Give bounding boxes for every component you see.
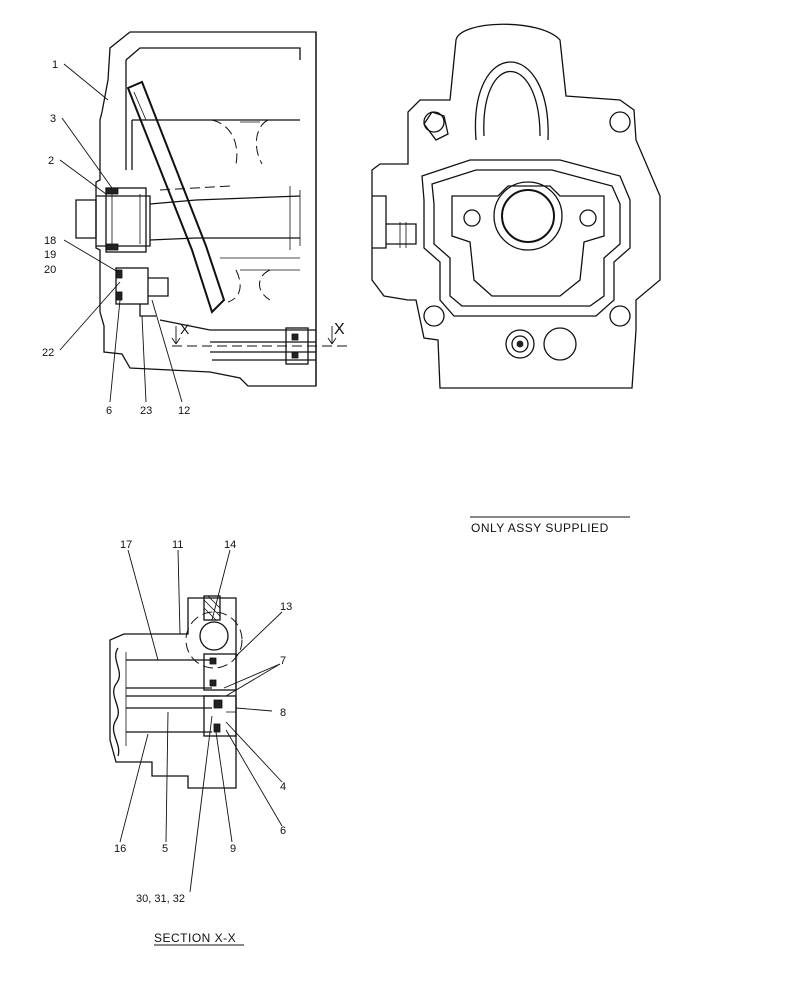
label-9: 9 <box>230 843 236 855</box>
section-mark-right: X <box>334 321 345 338</box>
label-2: 2 <box>48 155 54 167</box>
section-leaders <box>119 549 283 893</box>
side-view-labels: 1 3 2 18 19 20 22 6 23 12 X X <box>42 59 345 417</box>
only-assy-caption: ONLY ASSY SUPPLIED <box>471 521 609 535</box>
label-12: 12 <box>178 405 190 417</box>
side-section-view <box>75 31 348 387</box>
label-3: 3 <box>50 113 56 125</box>
label-13: 13 <box>280 601 292 613</box>
end-view <box>371 23 661 389</box>
label-6-section: 6 <box>280 825 286 837</box>
label-19: 19 <box>44 249 56 261</box>
label-14: 14 <box>224 539 236 551</box>
label-8: 8 <box>280 707 286 719</box>
label-5: 5 <box>162 843 168 855</box>
section-mark-left: X <box>180 321 190 337</box>
label-16: 16 <box>114 843 126 855</box>
label-6-top: 6 <box>106 405 112 417</box>
label-7: 7 <box>280 655 286 667</box>
section-labels: 17 11 14 13 7 8 4 6 16 5 9 30, 31, 32 <box>114 539 292 905</box>
section-caption: SECTION X-X <box>154 931 236 945</box>
label-22: 22 <box>42 347 54 359</box>
label-20: 20 <box>44 264 56 276</box>
side-view-leaders <box>59 63 183 403</box>
label-18: 18 <box>44 235 56 247</box>
label-23: 23 <box>140 405 152 417</box>
label-1: 1 <box>52 59 58 71</box>
label-4: 4 <box>280 781 286 793</box>
label-17: 17 <box>120 539 132 551</box>
label-11: 11 <box>172 539 183 551</box>
section-xx-view <box>109 595 243 789</box>
label-30-31-32: 30, 31, 32 <box>136 893 185 905</box>
